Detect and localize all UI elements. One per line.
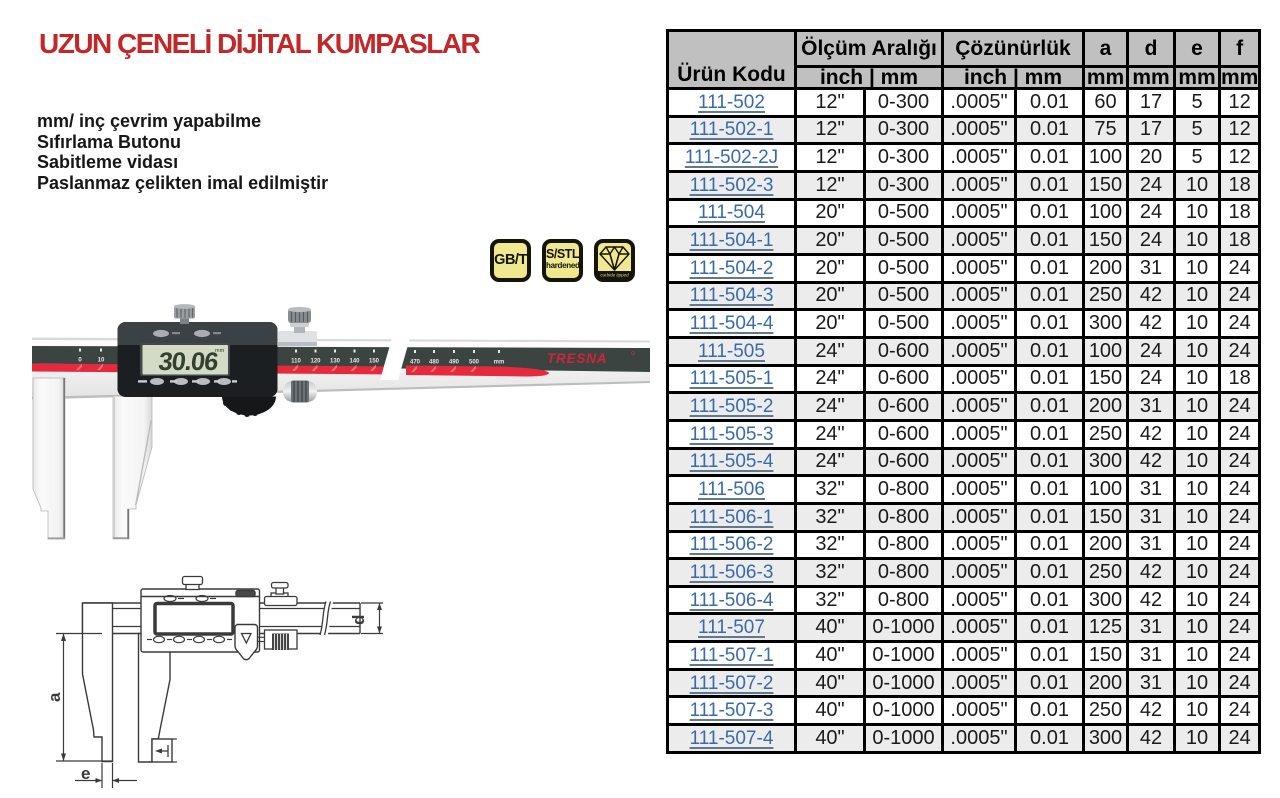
svg-text:TRESNA: TRESNA [547, 351, 607, 366]
svg-text:30.06: 30.06 [157, 348, 220, 376]
svg-text:490: 490 [449, 360, 460, 366]
svg-text:0: 0 [78, 358, 82, 364]
svg-text:e: e [81, 764, 90, 783]
svg-text:470: 470 [410, 360, 421, 366]
svg-text:mm: mm [494, 360, 505, 366]
svg-text:d: d [349, 615, 368, 625]
svg-text:mm: mm [215, 348, 225, 354]
svg-text:150: 150 [369, 359, 380, 365]
svg-text:480: 480 [429, 360, 440, 366]
svg-text:110: 110 [291, 359, 301, 365]
svg-text:carbide tipped: carbide tipped [600, 273, 629, 278]
svg-text:a: a [45, 692, 64, 702]
svg-text:120: 120 [310, 359, 321, 365]
svg-text:130: 130 [330, 359, 341, 365]
svg-text:10: 10 [98, 358, 105, 364]
svg-text:140: 140 [349, 359, 360, 365]
svg-text:500: 500 [469, 360, 480, 366]
